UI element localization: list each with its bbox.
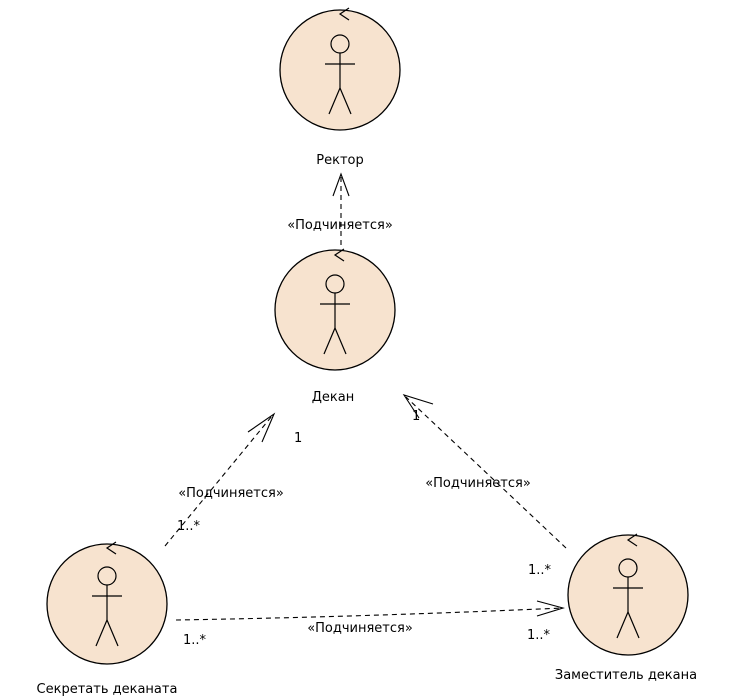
stereotype-dean-to-rector: «Подчиняется» [287,218,393,233]
stick-figure-icon [325,34,355,115]
actor-secretary[interactable] [46,541,168,665]
actor-secretary-name: Секретать деканата [37,682,178,697]
dependency-deputy-to-dean[interactable] [402,394,567,549]
dependency-secretary-to-dean[interactable] [164,412,276,547]
dependency-secretary-to-deputy[interactable] [175,600,565,621]
multiplicity-secretary-to-deputy-source: 1..* [183,633,207,648]
multiplicity-secretary-source: 1..* [177,519,201,534]
actor-dean[interactable] [274,248,396,371]
actor-rector[interactable] [279,7,401,131]
actor-deputy-marker-icon [626,533,638,547]
actor-dean-marker-icon [333,248,345,262]
actor-dean-name: Декан [312,390,354,405]
actor-deputy-name: Заместитель декана [555,668,697,683]
stick-figure-icon [320,274,350,355]
stick-figure-icon [613,558,643,639]
actor-deputy[interactable] [567,533,689,656]
dependency-dean-to-rector[interactable] [332,172,350,245]
multiplicity-deputy-source: 1..* [528,563,552,578]
multiplicity-dean-target-left: 1 [294,431,302,446]
multiplicity-secretary-to-deputy-target: 1..* [527,628,551,643]
stereotype-deputy-to-dean: «Подчиняется» [425,476,531,491]
multiplicity-dean-target-right: 1 [412,409,420,424]
actor-rector-marker-icon [338,7,350,21]
label-background [302,618,418,636]
stereotype-secretary-to-dean: «Подчиняется» [178,486,284,501]
stereotype-secretary-to-deputy: «Подчиняется» [307,621,413,636]
stick-figure-icon [92,566,122,647]
actor-secretary-marker-icon [105,541,117,555]
actor-rector-name: Ректор [316,153,363,168]
